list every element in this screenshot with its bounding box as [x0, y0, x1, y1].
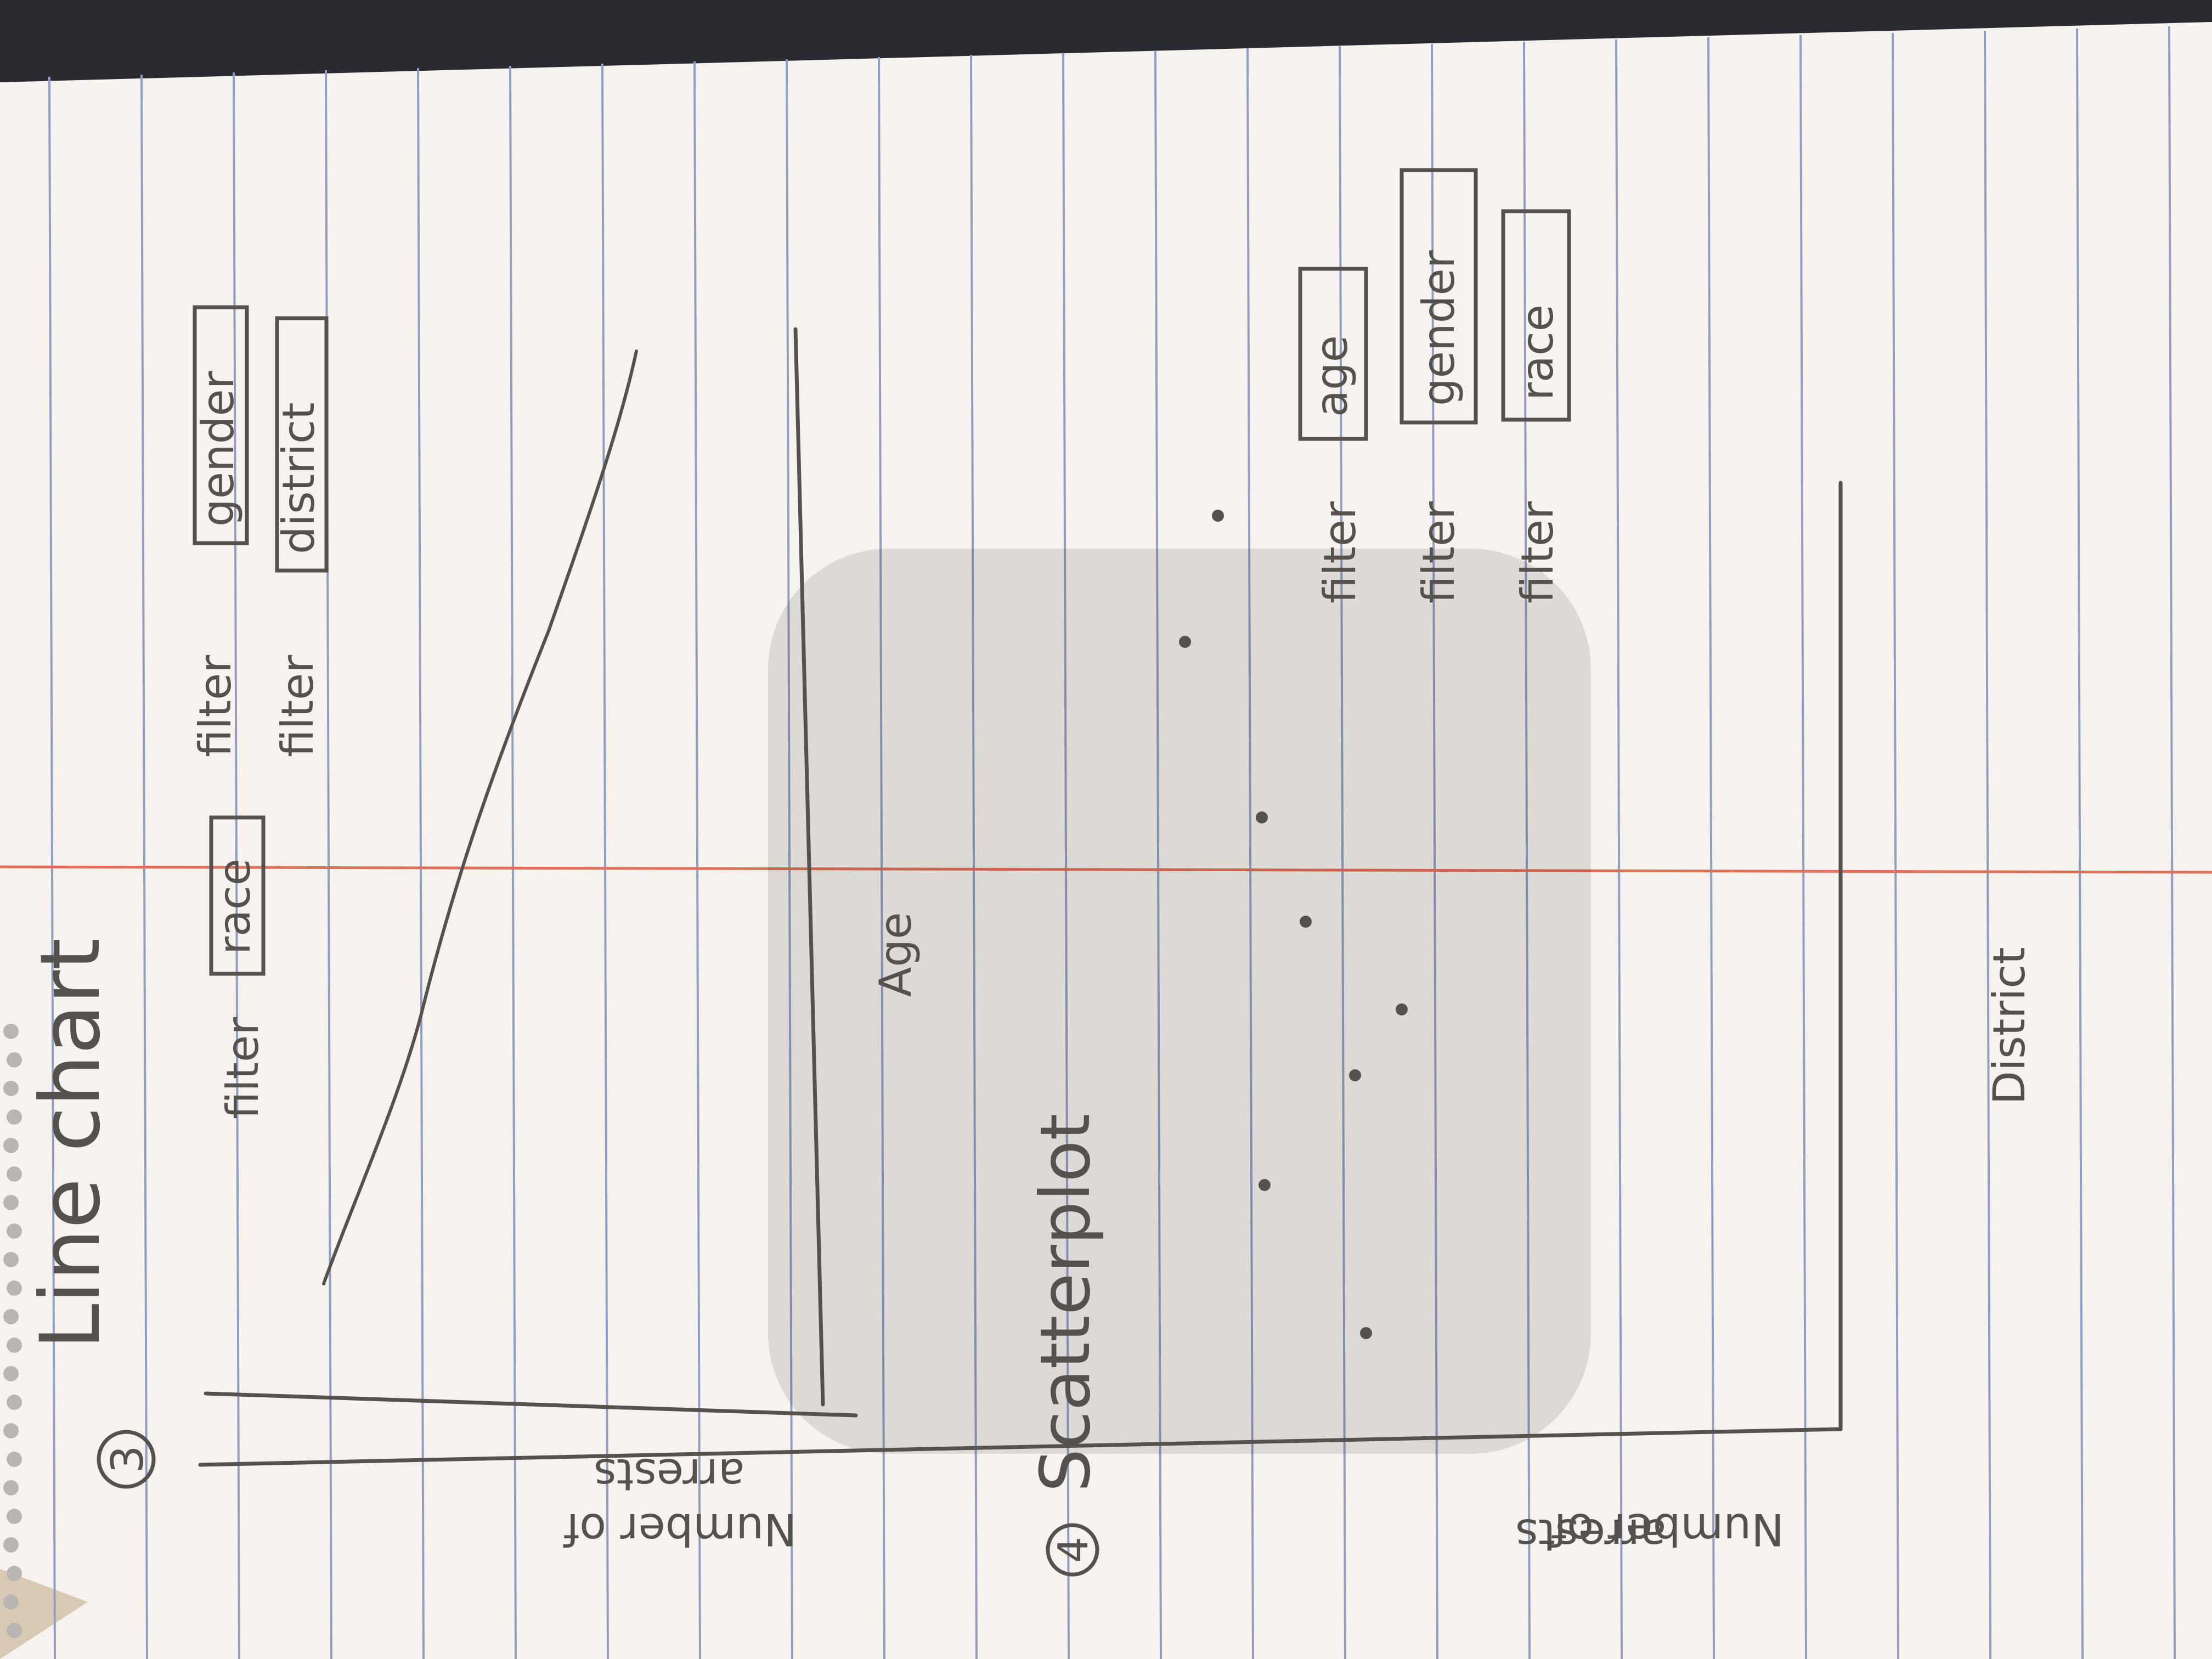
ruled-line: [417, 67, 425, 1659]
x-axis: [204, 1391, 858, 1418]
filter-box-district[interactable]: [275, 316, 329, 573]
filter-label: filter: [1413, 501, 1464, 603]
scatter-point: [1212, 510, 1224, 522]
filter-label: filter: [1512, 501, 1563, 603]
filter-value-gender: gender: [1413, 250, 1464, 406]
spiral-ring: [7, 1109, 22, 1125]
spiral-ring: [3, 1252, 19, 1267]
ruled-line: [1246, 48, 1254, 1659]
filter-box-gender[interactable]: [1400, 168, 1478, 425]
ruled-line: [601, 63, 609, 1659]
ruled-line: [1431, 43, 1438, 1659]
filter-value-district: district: [273, 402, 324, 554]
filter-label: filter: [217, 1017, 268, 1119]
ruled-line: [1339, 46, 1346, 1659]
sketch-number-circle: [97, 1430, 156, 1489]
spiral-binding: [3, 1024, 22, 1638]
line-chart-sketch: 3 Line chart Number of arrests Age filte…: [23, 305, 921, 1555]
ruled-line: [1523, 41, 1531, 1659]
spiral-ring: [3, 1537, 19, 1553]
sketch-number-circle: [1046, 1523, 1099, 1577]
spiral-ring: [7, 1566, 22, 1581]
ruled-line: [1799, 35, 1807, 1659]
spiral-ring: [7, 1338, 22, 1353]
filter-label: filter: [190, 655, 241, 757]
ruled-line: [1062, 52, 1070, 1659]
margin-line: [0, 865, 2212, 874]
ruled-line: [509, 65, 517, 1659]
filter-value-race: race: [209, 859, 260, 955]
sketch-number: 4: [1049, 1537, 1097, 1563]
scatter-point: [1300, 916, 1312, 928]
ruled-line: [878, 57, 885, 1659]
filter-label: filter: [272, 655, 323, 757]
chart-title: Scatterplot: [1026, 1113, 1105, 1492]
spiral-ring: [3, 1024, 19, 1039]
ruled-line: [1154, 50, 1162, 1659]
y-axis-label-line2: arrests: [1515, 1509, 1667, 1560]
x-axis: [198, 1427, 1843, 1467]
spiral-ring: [7, 1223, 22, 1239]
paper-sheet: [0, 22, 2212, 1659]
sketch-number: 3: [102, 1446, 153, 1474]
ruled-line: [1892, 32, 1899, 1659]
scatter-point: [1396, 1003, 1408, 1015]
ruled-lines: [48, 26, 2176, 1659]
ruled-line: [1707, 37, 1715, 1659]
filter-value-race: race: [1512, 304, 1563, 400]
spiral-ring: [7, 1052, 22, 1068]
spiral-ring: [3, 1195, 19, 1210]
x-axis-label: District: [1984, 947, 2035, 1104]
scatter-point: [1349, 1069, 1361, 1081]
ruled-line: [970, 54, 978, 1659]
spiral-ring: [3, 1309, 19, 1324]
spiral-ring: [3, 1423, 19, 1438]
chart-title: Line chart: [23, 938, 119, 1350]
filter-box-age[interactable]: [1298, 267, 1368, 441]
spiral-ring: [3, 1138, 19, 1153]
filter-value-gender: gender: [193, 371, 244, 527]
scatterplot-sketch: 4 Scatterplot Number of arrests District…: [198, 168, 2035, 1577]
scatter-point: [1256, 811, 1268, 823]
paper-corner-shadow: [0, 1569, 88, 1659]
spiral-ring: [7, 1452, 22, 1467]
spiral-ring: [3, 1480, 19, 1496]
ruled-line: [786, 59, 793, 1659]
scatter-point: [1360, 1327, 1372, 1339]
spiral-ring: [7, 1623, 22, 1638]
ruled-line: [1984, 30, 1991, 1659]
ruled-line: [2076, 28, 2084, 1659]
filter-value-age: age: [1306, 335, 1357, 417]
filter-box-race[interactable]: [1501, 209, 1571, 422]
line-series: [322, 349, 638, 1285]
spiral-ring: [3, 1594, 19, 1610]
filter-label: filter: [1314, 501, 1365, 603]
scatter-points: [1179, 510, 1408, 1339]
ruled-line: [1615, 39, 1623, 1659]
scatter-point: [1179, 636, 1191, 648]
ruled-line: [2168, 26, 2176, 1659]
shadow-area: [768, 549, 1591, 1454]
x-axis-label: Age: [870, 912, 921, 997]
spiral-ring: [7, 1509, 22, 1524]
filter-box-gender[interactable]: [193, 305, 249, 545]
spiral-ring: [7, 1280, 22, 1296]
scatter-point: [1259, 1179, 1271, 1191]
spiral-ring: [3, 1081, 19, 1096]
y-axis-label-line1: Number of: [1550, 1504, 1784, 1555]
y-axis-label-line1: Number of: [563, 1504, 797, 1555]
spiral-ring: [3, 1366, 19, 1381]
ruled-line: [693, 61, 701, 1659]
y-axis: [793, 327, 825, 1407]
filter-box-race[interactable]: [209, 815, 266, 976]
spiral-ring: [7, 1166, 22, 1182]
spiral-ring: [7, 1395, 22, 1410]
